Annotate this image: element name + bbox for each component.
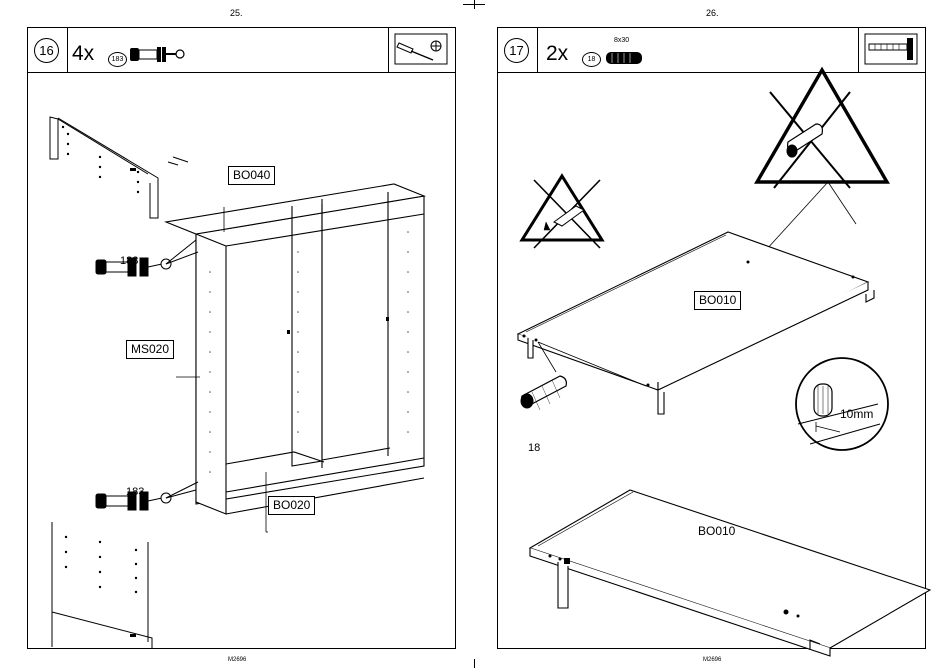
dowel-size: 8x30 [614,37,629,44]
label-dowel-18: 18 [528,442,540,454]
page-number-left: 25. [230,8,243,18]
inset-top-left [50,117,188,218]
step-panel-17: 17 2x 18 8x30 [497,27,926,649]
part-id-badge: 18 [582,52,601,67]
label-bo020: BO020 [268,496,315,515]
tool-cell [858,28,925,72]
magnifier-detail [796,358,888,450]
footer-right: M2696 [703,657,721,663]
shelf-board-bottom [530,490,930,656]
step-number-cell: 16 [28,28,68,72]
label-depth-10mm: 10mm [840,407,873,421]
part-quantity: 2x [546,42,568,66]
crop-mark-horizontal [463,4,485,5]
label-bo040: BO040 [228,166,275,185]
label-bo010-top: BO010 [694,291,741,310]
step-panel-16: 16 4x 183 [27,27,456,649]
step-number: 17 [504,38,529,63]
dowel-icon [604,48,644,68]
step-header: 17 2x 18 8x30 [498,28,925,73]
cam-connector-bottom [96,482,198,510]
shelf-assembly-drawing [498,72,927,650]
step-number-cell: 17 [498,28,538,72]
screwdriver-icon [395,34,447,64]
step-number: 16 [34,38,59,63]
label-ms020: MS020 [126,340,174,359]
cabinet-body [166,184,424,514]
cam-connector-top [96,240,198,276]
label-connector-183-bottom: 183 [126,486,144,498]
page-number-right: 26. [706,8,719,18]
no-dowel-drive-icon [757,70,887,250]
part-quantity: 4x [72,42,94,66]
footer-left: M2696 [228,657,246,663]
step-header: 16 4x 183 [28,28,455,73]
part-id-badge: 183 [108,52,127,67]
hammer-icon [865,34,917,64]
tool-cell [388,28,455,72]
crop-mark-bottom [474,659,475,668]
label-connector-183-top: 183 [120,255,138,267]
wardrobe-assembly-drawing [28,72,457,650]
label-bo010-bottom: BO010 [698,524,735,538]
inset-bottom-left [52,522,152,648]
no-glue-icon [522,176,602,248]
